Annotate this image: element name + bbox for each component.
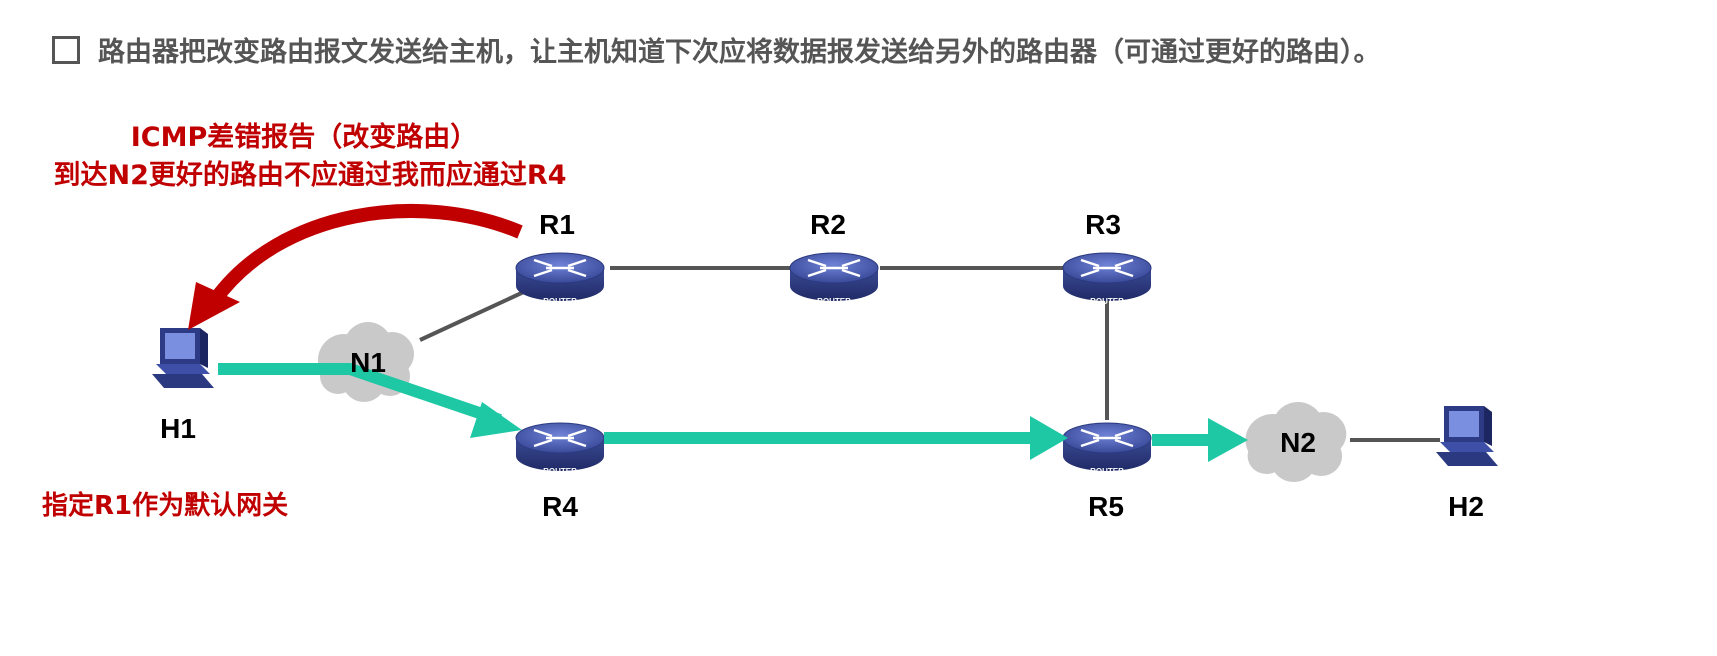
annotation-line1: ICMP差错报告（改变路由）	[131, 121, 478, 153]
router-caption: ROUTER	[1090, 297, 1124, 306]
host-h2	[1436, 406, 1498, 466]
links	[419, 266, 1440, 442]
redirect-arrow	[188, 204, 523, 330]
router-caption: ROUTER	[543, 467, 577, 476]
label-r2: R2	[810, 209, 846, 240]
packet-path	[218, 363, 1248, 462]
node-labels: R1 R2 R3 R4 R5 N1 N2 H1 H2	[160, 209, 1484, 522]
header-text: 路由器把改变路由报文发送给主机，让主机知道下次应将数据报发送给另外的路由器（可通…	[98, 37, 1381, 68]
router-caption: ROUTER	[1090, 467, 1124, 476]
annotation-line2: 到达N2更好的路由不应通过我而应通过R4	[54, 159, 567, 191]
checkbox[interactable]	[52, 35, 80, 64]
router-captions: ROUTER ROUTER ROUTER ROUTER ROUTER	[543, 297, 1124, 476]
label-h2: H2	[1448, 491, 1484, 522]
router-r2	[788, 251, 880, 303]
label-n2: N2	[1280, 427, 1316, 458]
label-r3: R3	[1085, 209, 1121, 240]
link-n1-r1	[419, 288, 529, 342]
annotation: ICMP差错报告（改变路由） 到达N2更好的路由不应通过我而应通过R4	[54, 121, 567, 191]
router-r4	[514, 421, 606, 473]
label-h1: H1	[160, 413, 196, 444]
label-r5: R5	[1088, 491, 1124, 522]
label-r4: R4	[542, 491, 578, 522]
router-r1	[514, 251, 606, 303]
label-n1: N1	[350, 347, 386, 378]
router-r5	[1061, 421, 1153, 473]
router-caption: ROUTER	[817, 297, 851, 306]
router-r3	[1061, 251, 1153, 303]
gateway-note: 指定R1作为默认网关	[42, 490, 288, 521]
label-r1: R1	[539, 209, 575, 240]
host-h1	[152, 328, 214, 388]
header: 路由器把改变路由报文发送给主机，让主机知道下次应将数据报发送给另外的路由器（可通…	[52, 30, 1381, 69]
router-caption: ROUTER	[543, 297, 577, 306]
